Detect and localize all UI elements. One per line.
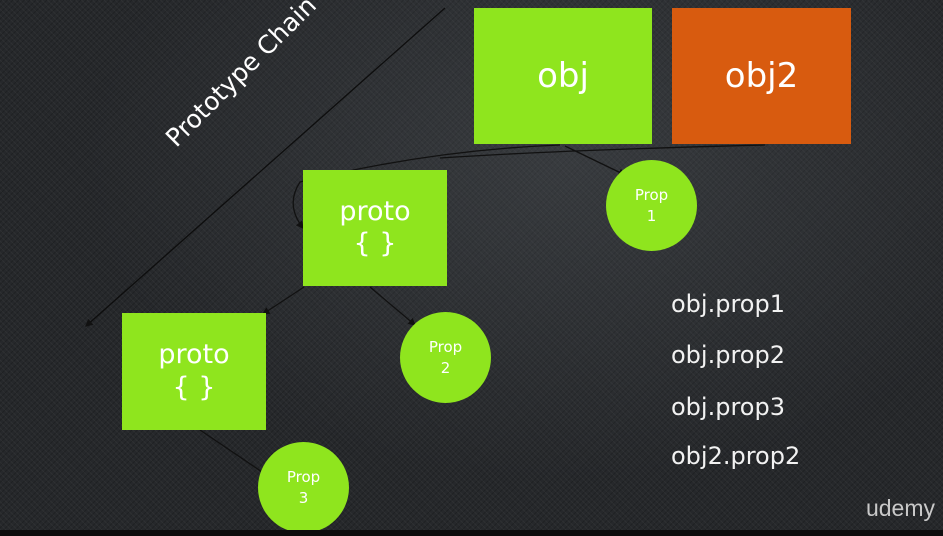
obj2-label: obj2: [724, 55, 799, 96]
proto1-to-prop2-link: [369, 286, 416, 326]
code-line-2: obj.prop2: [671, 341, 785, 369]
udemy-logo: udemy: [865, 495, 935, 521]
proto-1-label: proto: [339, 195, 411, 227]
proto-box-2: proto { }: [122, 313, 266, 430]
prop2-number: 2: [440, 358, 451, 377]
bottom-bar: [0, 530, 943, 536]
proto-box-1: proto { }: [303, 170, 447, 286]
obj-label: obj: [537, 55, 589, 96]
obj2-to-proto-link: [439, 144, 766, 159]
proto2-to-prop3-link: [199, 429, 270, 477]
prop2-label: Prop: [428, 338, 463, 357]
obj2-box: obj2: [672, 8, 851, 144]
prop3-label: Prop: [286, 468, 321, 487]
obj-box: obj: [474, 8, 652, 144]
prop1-number: 1: [646, 206, 657, 225]
code-line-3: obj.prop3: [671, 393, 785, 421]
code-line-1: obj.prop1: [671, 290, 785, 318]
prop2-circle: Prop 2: [400, 312, 491, 403]
proto-1-braces: { }: [353, 228, 397, 259]
code-line-4: obj2.prop2: [671, 442, 801, 470]
prototype-chain-arrow: [85, 7, 446, 327]
prop3-number: 3: [298, 488, 309, 507]
obj-to-prop1-link: [564, 145, 627, 176]
obj-to-proto-link: [292, 144, 561, 230]
prop1-circle: Prop 1: [606, 160, 697, 251]
prop1-label: Prop: [634, 186, 669, 205]
proto1-to-proto2-link: [261, 286, 305, 315]
proto-2-braces: { }: [172, 371, 216, 403]
prop3-circle: Prop 3: [258, 442, 349, 533]
proto-2-label: proto: [158, 339, 230, 371]
